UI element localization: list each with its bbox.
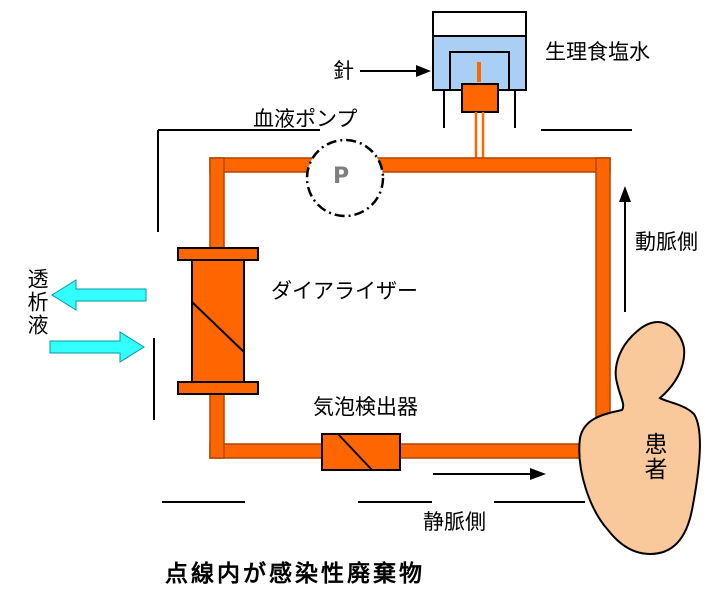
venous-flow-arrow bbox=[433, 468, 546, 480]
needle-hub bbox=[461, 83, 499, 113]
infectious-waste-boundary bbox=[153, 129, 632, 503]
arterial-flow-arrow bbox=[619, 186, 631, 312]
dialyzer bbox=[177, 247, 259, 395]
needle-label: 針 bbox=[333, 59, 354, 83]
caption: 点線内が感染性廃棄物 bbox=[165, 561, 425, 587]
patient-figure bbox=[578, 320, 701, 556]
blood-pump-label: 血液ポンプ bbox=[253, 107, 358, 131]
dialysate-out-arrow bbox=[51, 279, 147, 311]
arterial-side-label: 動脈側 bbox=[635, 230, 698, 254]
needle-arrow bbox=[360, 65, 431, 77]
blood-pump bbox=[305, 138, 385, 218]
dialysate-label: 透析液 bbox=[25, 268, 49, 337]
bubble-detector-label: 気泡検出器 bbox=[313, 395, 418, 419]
dialyzer-label: ダイアライザー bbox=[271, 279, 418, 303]
dialysate-in-arrow bbox=[49, 331, 145, 363]
venous-side-label: 静脈側 bbox=[423, 510, 486, 534]
pump-symbol: P bbox=[333, 164, 350, 189]
saline-bag bbox=[432, 11, 527, 158]
bubble-detector bbox=[321, 433, 401, 471]
saline-label: 生理食塩水 bbox=[545, 40, 650, 64]
patient-label: 患者 bbox=[640, 432, 666, 482]
